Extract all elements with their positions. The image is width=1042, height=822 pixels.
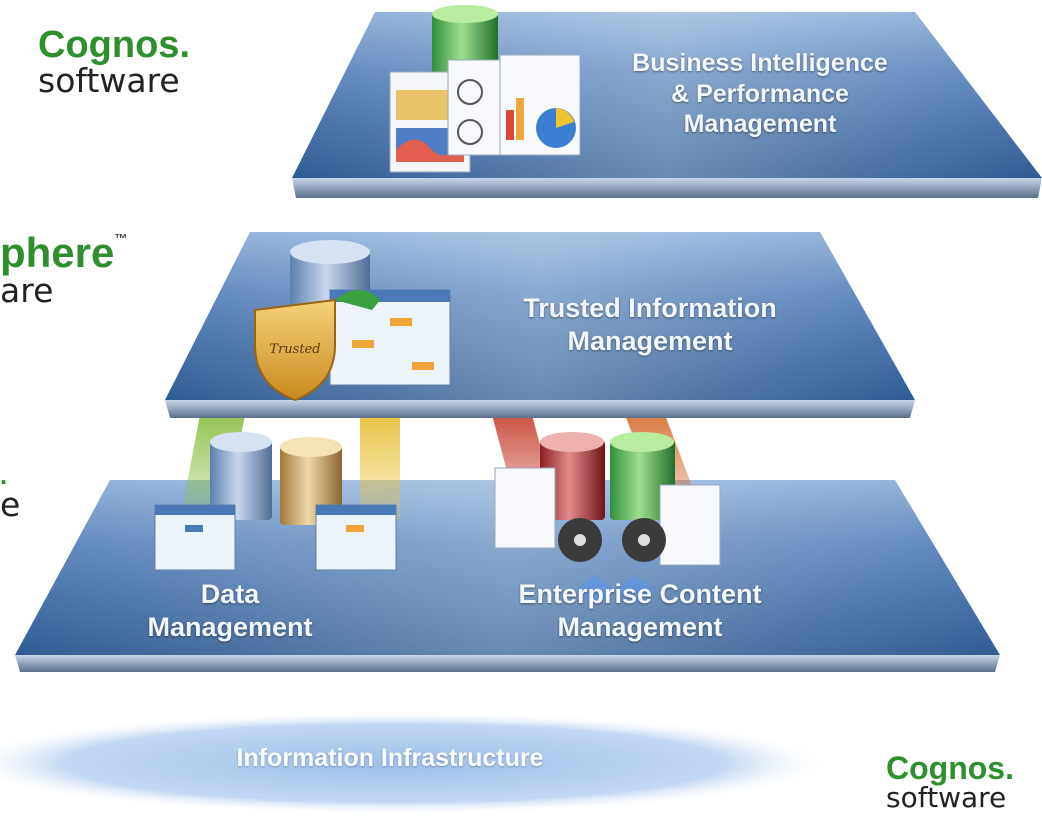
trusted-line1: Trusted Information xyxy=(523,293,777,323)
beam-yellow xyxy=(360,415,400,520)
data-management-label: Data Management xyxy=(120,578,340,644)
infosphere-sub-fragment: are xyxy=(0,271,54,310)
cognos-logo-bottom: Cognos. software xyxy=(886,752,1014,812)
trusted-table-icon xyxy=(329,289,451,386)
bottom-platform xyxy=(15,480,1000,672)
infosphere-logo-partial: phere™ are xyxy=(0,229,128,310)
bi-line2: & Performance xyxy=(671,79,849,108)
cognos-sub-text: software xyxy=(38,61,180,100)
cognos-mark: . xyxy=(179,24,190,66)
trusted-line2: Management xyxy=(567,325,733,356)
cognos-sub-text: software xyxy=(886,781,1007,814)
ecm-line1: Enterprise Content xyxy=(518,579,762,609)
data-management-icons xyxy=(154,432,397,571)
cognos-brand-text: Cognos xyxy=(886,750,1006,786)
cognos-mark: . xyxy=(1005,750,1014,786)
cognos-brand-text: Cognos xyxy=(38,24,180,66)
ecm-tier-label: Enterprise Content Management xyxy=(470,578,810,644)
infrastructure-ellipse xyxy=(0,711,835,815)
third-logo-mark: . xyxy=(0,460,8,490)
bi-line3: Management xyxy=(683,110,837,138)
trademark-mark: ™ xyxy=(114,231,128,246)
trusted-data-icon xyxy=(254,240,451,402)
bi-tier-label: Business Intelligence & Performance Mana… xyxy=(580,48,940,140)
shield-label: Trusted xyxy=(269,342,321,357)
ecm-line2: Management xyxy=(557,611,723,642)
bi-line1: Business Intelligence xyxy=(632,49,888,77)
ecm-icons xyxy=(494,432,721,605)
trusted-shield-icon xyxy=(254,298,336,402)
infosphere-brand-fragment: phere xyxy=(0,229,115,276)
data-line2: Management xyxy=(147,611,313,642)
trusted-tier-label: Trusted Information Management xyxy=(480,292,820,358)
data-line1: Data xyxy=(200,579,260,609)
third-logo-sub-fragment: e xyxy=(0,485,21,524)
bi-reports-icon xyxy=(389,5,581,173)
third-logo-partial: . e xyxy=(0,462,20,521)
cognos-logo-top: Cognos. software xyxy=(38,26,190,97)
infrastructure-label: Information Infrastructure xyxy=(236,744,544,772)
